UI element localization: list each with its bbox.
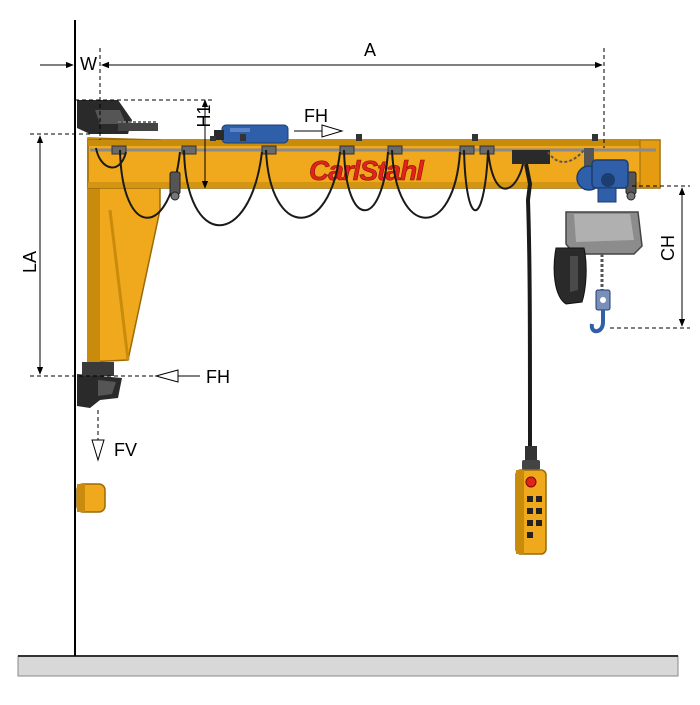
- force-arrows: [91, 124, 344, 462]
- chain-hoist: [547, 148, 643, 334]
- top-bearing-bracket: [77, 100, 158, 134]
- dimension-label-la: LA: [20, 251, 40, 273]
- force-label-fh-bottom: FH: [206, 367, 230, 387]
- floor: [17, 655, 679, 677]
- slewing-motor: [214, 124, 289, 144]
- force-label-fv: FV: [114, 440, 137, 460]
- festoon-cable: [95, 147, 525, 227]
- force-label-fh-top: FH: [304, 106, 328, 126]
- dimension-label-w: W: [80, 54, 97, 74]
- dimension-label-ch: CH: [658, 235, 678, 261]
- wall-stop-bracket: [76, 483, 106, 513]
- dimension-label-h1: H1: [194, 104, 214, 127]
- brand-logo: CarlStahl: [309, 155, 425, 186]
- pendant-control: [512, 150, 550, 555]
- dimension-label-a: A: [364, 40, 376, 60]
- beam-bolts: [210, 134, 598, 141]
- festoon-trolleys: [111, 145, 495, 155]
- bottom-bearing-bracket: [77, 362, 122, 408]
- dimension-lines: [30, 48, 690, 460]
- jib-post: [87, 137, 161, 363]
